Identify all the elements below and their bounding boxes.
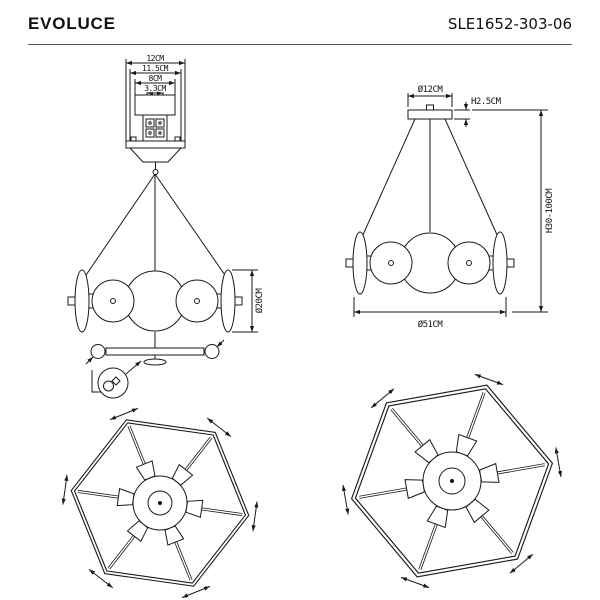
front-view: Ø12CM H2.5CM	[345, 83, 556, 331]
canopy	[407, 104, 453, 120]
lamp-shade	[414, 438, 439, 464]
lamp-shade	[465, 498, 490, 524]
lamp-disc-left	[369, 241, 413, 285]
ceiling-plate	[125, 140, 186, 149]
bulb-right	[204, 344, 220, 359]
ring-frame-side	[345, 231, 515, 295]
dim-label-8cm: 8CM	[149, 74, 163, 83]
center-hub	[404, 433, 500, 529]
dim-label-fixture-diameter: Ø51CM	[418, 319, 444, 330]
socket-detail-bubble	[91, 360, 142, 399]
lamp-shade	[404, 479, 425, 500]
lamp-disc-left	[91, 279, 135, 323]
bulb-arm-detail	[85, 332, 225, 366]
lamp-shade	[171, 463, 194, 486]
lamp-shade	[126, 520, 149, 543]
end-cap-right	[234, 296, 243, 306]
corner-arrows	[341, 373, 563, 589]
edge-ring-left	[352, 231, 368, 295]
brand-logo: EVOLUCE	[28, 14, 116, 33]
model-number: SLE1652-303-06	[447, 15, 572, 33]
lamp-disc-right	[447, 241, 491, 285]
canopy-cup	[128, 147, 183, 163]
dim-label-canopy-diameter: Ø12CM	[418, 84, 444, 95]
lamp-shade	[116, 488, 135, 507]
lamp-shade	[185, 499, 204, 518]
canopy-assembly	[125, 94, 186, 175]
hexagon-frame	[70, 419, 250, 587]
end-cap-left	[345, 258, 354, 268]
end-cap-left	[67, 296, 76, 306]
dim-label-11-5cm: 11.5CM	[142, 64, 169, 73]
canopy-dimension-stack: 12CM 11.5CM 8CM 3.3CM	[125, 53, 186, 148]
lamp-shade	[455, 433, 478, 457]
lamp-shade	[135, 460, 156, 481]
lamp-shade	[164, 525, 185, 546]
lamp-shade	[426, 505, 449, 529]
dim-label-12cm: 12CM	[146, 54, 164, 63]
top-view-left	[61, 407, 259, 599]
canopy-body	[134, 94, 176, 116]
wire-connector	[152, 169, 159, 175]
ring-frame-side	[67, 269, 243, 333]
lamp-arm	[105, 347, 205, 356]
hub-inner-circle	[147, 490, 173, 516]
canopy-plate	[407, 109, 453, 120]
dim-label-hanging-height: H30-100CM	[545, 188, 555, 233]
suspension-wires	[361, 118, 499, 238]
edge-ring-right	[220, 269, 236, 333]
edge-ring-left	[74, 269, 90, 333]
dim-label-canopy-height: H2.5CM	[471, 97, 502, 107]
lamp-shade	[479, 462, 500, 483]
fixture-diameter-dimension: Ø51CM	[353, 297, 507, 331]
end-cap-right	[506, 258, 515, 268]
front-detail-view: 12CM 11.5CM 8CM 3.3CM	[67, 53, 266, 399]
dim-label-ring-diameter: Ø20CM	[254, 288, 265, 314]
detail-bulb	[103, 380, 114, 392]
hub-inner-circle	[438, 467, 466, 495]
suspension-wires	[83, 173, 228, 279]
bulb-left	[90, 344, 106, 359]
canopy-height-dimension: H2.5CM	[454, 96, 503, 127]
hanging-height-dimension: H30-100CM	[472, 109, 556, 313]
dim-label-3-3cm: 3.3CM	[144, 84, 166, 93]
hexagon-frame	[350, 384, 554, 578]
header-divider	[28, 44, 572, 45]
canopy-diameter-dimension: Ø12CM	[407, 83, 453, 107]
ring-diameter-dimension: Ø20CM	[232, 269, 266, 333]
top-view-right	[341, 373, 563, 589]
corner-arrows	[61, 407, 259, 599]
lamp-disc-right	[175, 279, 219, 323]
header: EVOLUCE SLE1652-303-06	[0, 0, 600, 44]
edge-ring-right	[492, 231, 508, 295]
center-hub	[116, 460, 204, 546]
